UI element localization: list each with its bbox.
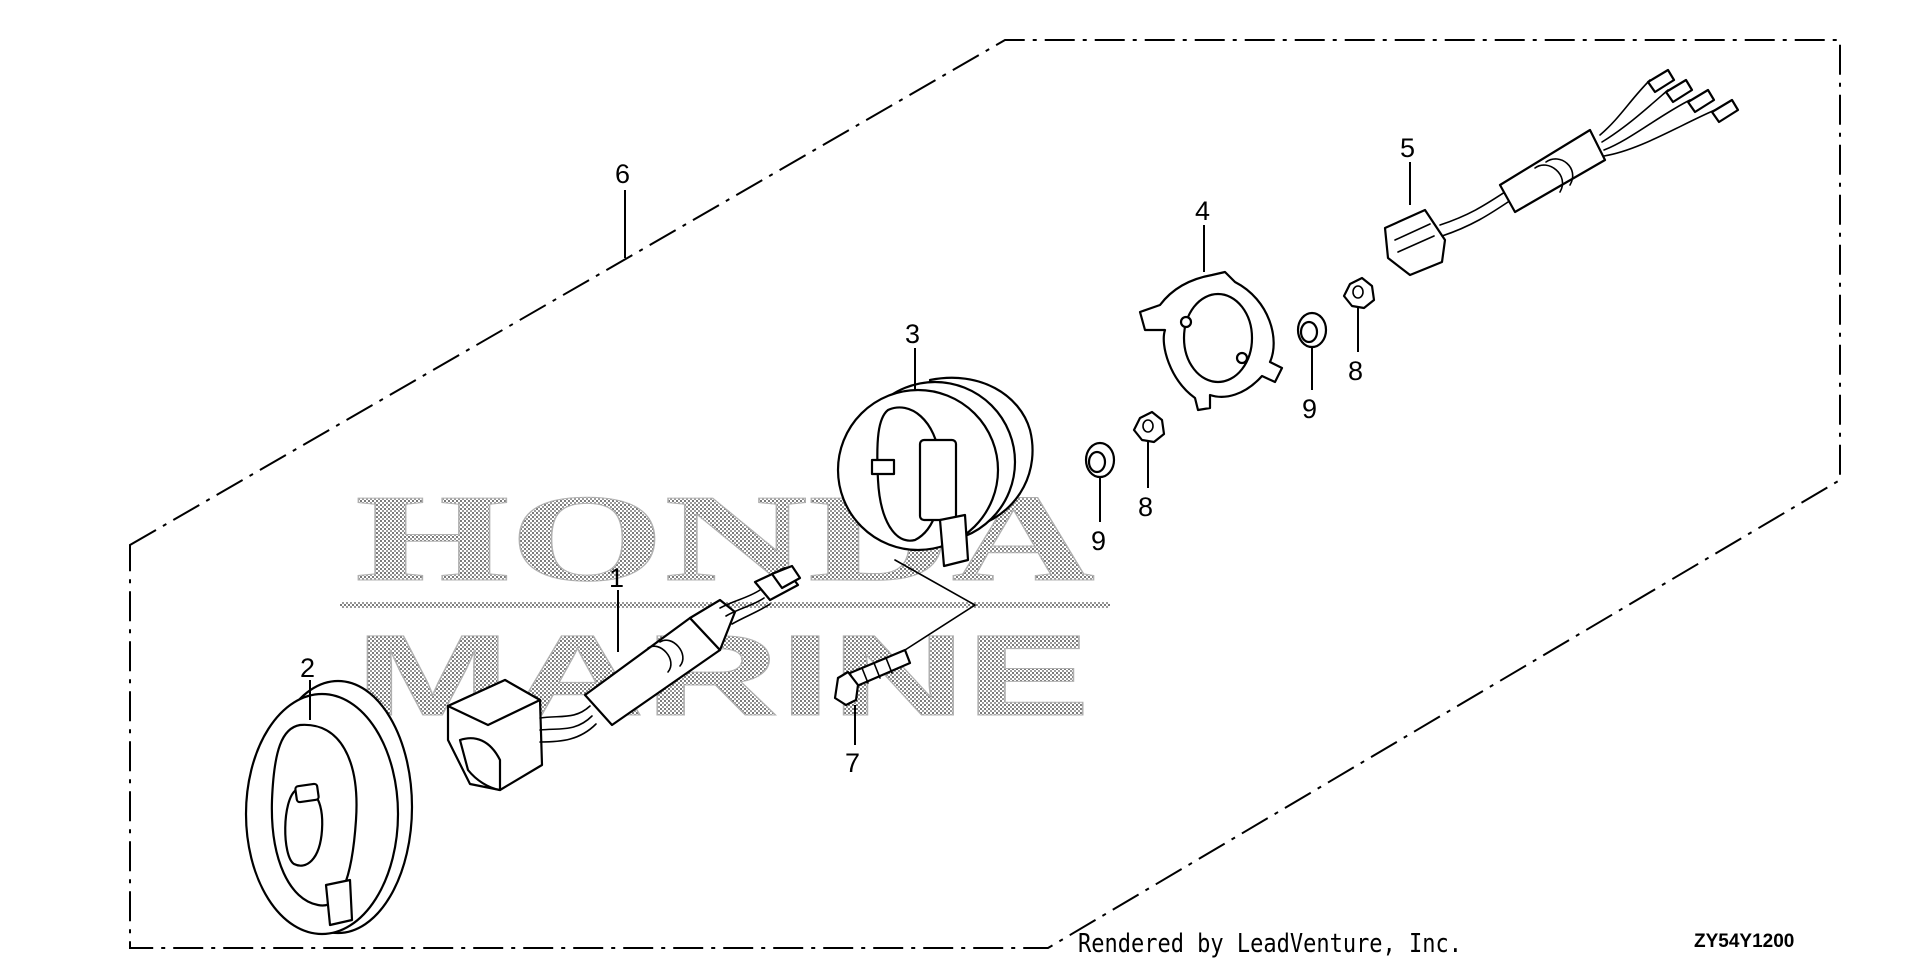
nut-8-upper[interactable] — [1342, 276, 1376, 310]
watermark-honda: HONDA — [355, 470, 1095, 608]
switch-housing-3[interactable] — [836, 376, 1034, 568]
callout-8-lower: 8 — [1138, 492, 1153, 522]
nut-8-lower[interactable] — [1132, 410, 1166, 444]
callout-9-lower: 9 — [1091, 526, 1106, 556]
leader-lines — [309, 162, 1411, 745]
diagram-code: ZY54Y1200 — [1694, 931, 1794, 952]
callout-6: 6 — [615, 159, 630, 189]
bolt-7[interactable] — [833, 559, 977, 707]
callout-7: 7 — [845, 748, 860, 778]
callout-9-upper: 9 — [1302, 394, 1317, 424]
callout-4: 4 — [1195, 196, 1210, 226]
callout-8-upper: 8 — [1348, 356, 1363, 386]
assembly-boundary — [129, 39, 1841, 949]
washer-9-lower[interactable] — [1084, 441, 1116, 479]
watermark: HONDA MARINE — [340, 470, 1110, 741]
callout-2: 2 — [300, 653, 315, 683]
render-credit: Rendered by LeadVenture, Inc. — [1078, 929, 1462, 959]
callout-labels: 1 2 3 4 5 6 7 8 8 9 9 — [300, 133, 1415, 778]
callout-5: 5 — [1400, 133, 1415, 163]
switch-cover-2[interactable] — [244, 679, 414, 936]
washer-9-upper[interactable] — [1296, 311, 1328, 349]
wire-harness-5[interactable] — [1383, 68, 1740, 277]
callout-3: 3 — [905, 319, 920, 349]
retainer-plate-4[interactable] — [1138, 270, 1284, 412]
callout-1: 1 — [609, 563, 624, 593]
rocker-switch-harness-1[interactable] — [446, 564, 802, 792]
